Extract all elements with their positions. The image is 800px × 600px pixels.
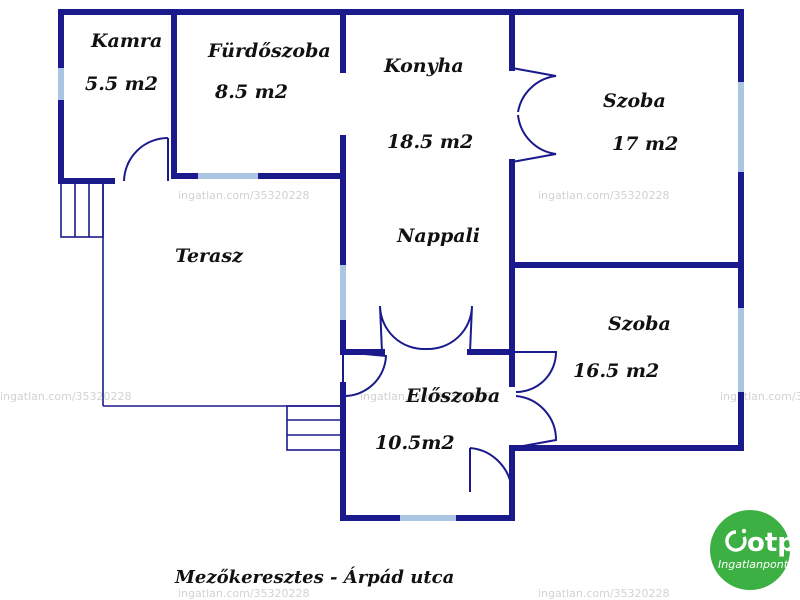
room-kamra-name: Kamra bbox=[90, 30, 162, 52]
room-szoba1-name: Szoba bbox=[603, 90, 666, 112]
watermark: ingatlan.com/35320228 bbox=[360, 390, 492, 403]
door-szoba2 bbox=[511, 351, 558, 449]
door-kamra bbox=[123, 137, 169, 182]
room-eloszoba-name: Előszoba bbox=[405, 385, 500, 407]
watermarks: ingatlan.com/35320228 ingatlan.com/35320… bbox=[0, 189, 800, 600]
windows bbox=[58, 68, 744, 521]
watermark: ingatlan.com/35320228 bbox=[720, 390, 800, 403]
plan-caption: Mezőkeresztes - Árpád utca bbox=[174, 565, 454, 588]
room-szoba1-area: 17 m2 bbox=[612, 133, 678, 155]
door-terrace bbox=[342, 351, 388, 398]
watermark: ingatlan.com/35320228 bbox=[178, 587, 310, 600]
room-szoba2-area: 16.5 m2 bbox=[573, 360, 659, 382]
room-konyha-area: 18.5 m2 bbox=[387, 131, 473, 153]
door-szoba1 bbox=[511, 67, 557, 163]
watermark: ingatlan.com/35320228 bbox=[178, 189, 310, 202]
room-terasz-name: Terasz bbox=[175, 245, 244, 267]
watermark: ingatlan.com/35320228 bbox=[0, 390, 132, 403]
room-eloszoba-area: 10.5m2 bbox=[375, 432, 455, 454]
room-furdoszoba-name: Fürdőszoba bbox=[207, 40, 331, 62]
room-konyha-name: Konyha bbox=[383, 55, 464, 77]
room-kamra-area: 5.5 m2 bbox=[85, 73, 158, 95]
otp-logo-brand: otp bbox=[747, 528, 796, 558]
door-entrance bbox=[469, 447, 514, 500]
room-szoba2-name: Szoba bbox=[608, 313, 671, 335]
watermark: ingatlan.com/35320228 bbox=[538, 189, 670, 202]
otp-logo: otp Ingatlanpont bbox=[710, 510, 796, 590]
otp-brand-icon bbox=[725, 530, 747, 552]
otp-logo-sub: Ingatlanpont bbox=[718, 558, 789, 571]
doors bbox=[123, 67, 558, 500]
watermark: ingatlan.com/35320228 bbox=[538, 587, 670, 600]
room-nappali-name: Nappali bbox=[396, 225, 480, 247]
room-labels: Kamra 5.5 m2 Fürdőszoba 8.5 m2 Konyha 18… bbox=[85, 30, 678, 454]
door-nappali bbox=[379, 305, 473, 353]
terrace-outline bbox=[60, 180, 343, 451]
room-furdoszoba-area: 8.5 m2 bbox=[214, 81, 288, 103]
